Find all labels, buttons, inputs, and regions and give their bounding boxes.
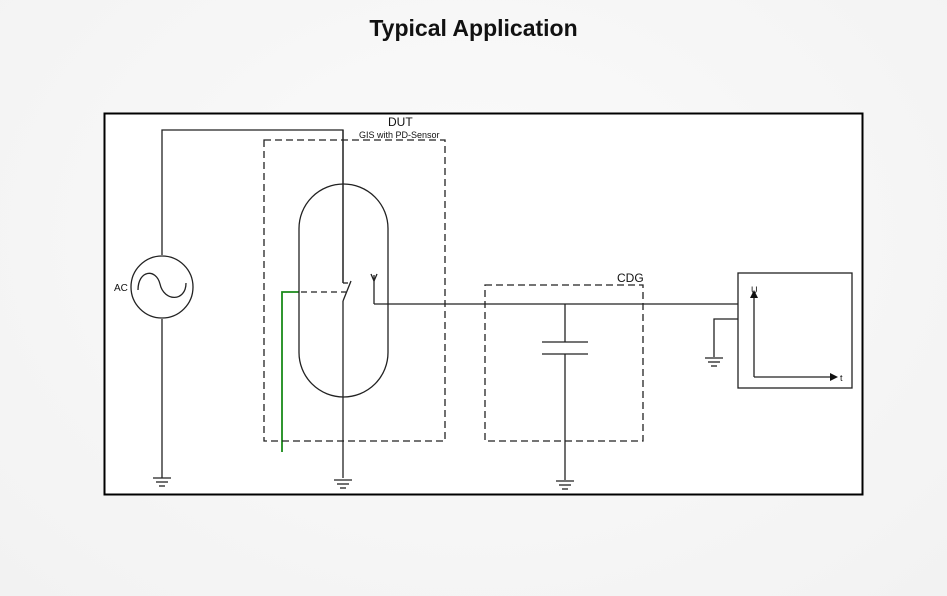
dut-enclosure (263, 139, 446, 442)
dut-label: DUT (388, 115, 413, 129)
ground-icon-ac (153, 477, 171, 487)
ground-icon-dut (334, 479, 352, 489)
antenna-head (370, 273, 378, 283)
scope-t-label: t (840, 373, 843, 383)
ground-icon-cdg (556, 480, 574, 490)
scope-ground-lead (713, 318, 738, 357)
switch-blade (342, 280, 352, 302)
scope-x-arrow-icon (830, 373, 838, 381)
ac-source-circle (130, 255, 194, 319)
page-title: Typical Application (369, 15, 578, 41)
scope-u-label: U (751, 285, 758, 295)
sine-wave-icon (137, 272, 187, 299)
cdg-enclosure (484, 284, 644, 442)
ac-label: AC (114, 283, 128, 294)
cdg-label: CDG (617, 271, 644, 285)
scope-y-arrow-icon (750, 290, 758, 298)
dut-subtitle: GIS with PD-Sensor (359, 130, 440, 140)
sensor-lead-green (281, 291, 299, 452)
ground-icon-scope (705, 357, 723, 367)
measurement-instrument (737, 272, 853, 389)
